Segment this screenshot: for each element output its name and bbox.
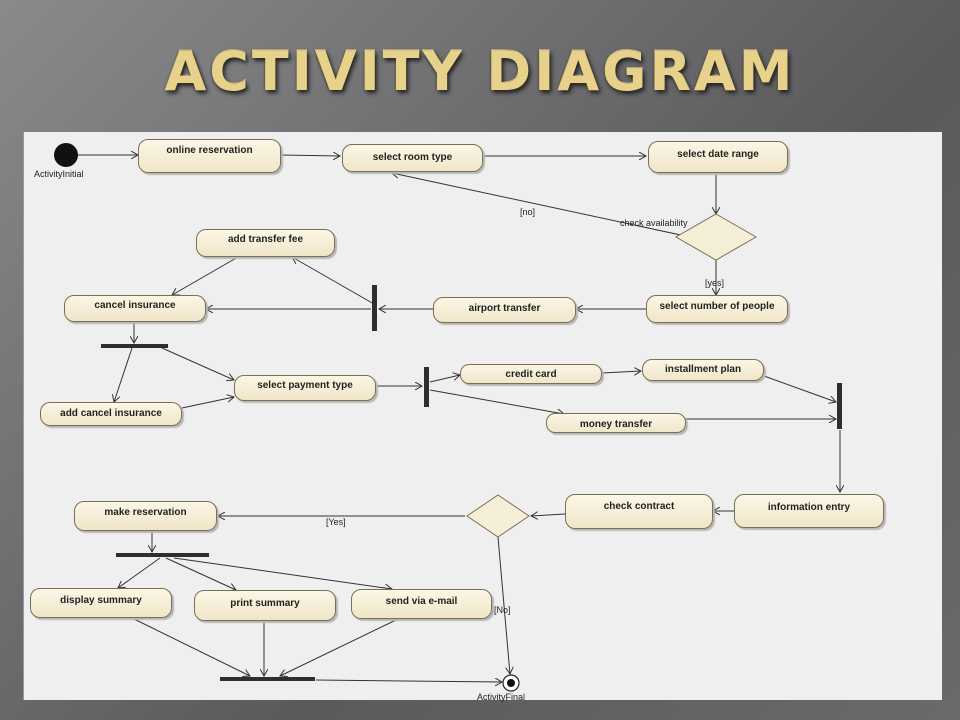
edge-fork2-payment xyxy=(161,347,234,380)
edge-decision2-final-no xyxy=(497,536,510,674)
fork-bar-1 xyxy=(372,285,377,331)
edge-addcancel-payment xyxy=(181,397,234,409)
edge-fork4-email xyxy=(173,557,392,589)
availability-decision xyxy=(674,213,758,261)
final-node-inner xyxy=(507,679,515,687)
node-cancel-insurance: cancel insurance xyxy=(64,295,206,322)
slide-title: ACTIVITY DIAGRAM xyxy=(164,40,796,103)
node-airport-transfer: airport transfer xyxy=(433,297,576,323)
node-check-contract: check contract xyxy=(565,494,713,529)
connector-layer xyxy=(54,143,942,692)
node-select-room-type: select room type xyxy=(342,144,483,172)
edge-transferfee-cancelins xyxy=(172,256,239,295)
label-yes-1: [yes] xyxy=(705,278,725,288)
node-select-payment-type: select payment type xyxy=(234,375,376,401)
fork-bar-2 xyxy=(101,344,168,348)
node-credit-card: credit card xyxy=(460,364,602,384)
edge-online-room xyxy=(280,155,340,156)
label-no-1: [no] xyxy=(520,207,536,217)
edge-credit-installment xyxy=(601,371,641,373)
label-yes-2: [Yes] xyxy=(326,517,346,527)
edge-join-final xyxy=(315,680,502,682)
join-bar-payment xyxy=(837,383,842,429)
edge-fork3-money xyxy=(429,389,564,414)
node-add-cancel-insurance: add cancel insurance xyxy=(40,402,182,426)
edge-fork2-addcancel xyxy=(114,347,133,402)
node-add-transfer-fee: add transfer fee xyxy=(196,229,335,257)
contract-decision xyxy=(466,494,530,538)
node-installment-plan: installment plan xyxy=(642,359,764,381)
edge-fork4-display xyxy=(118,557,161,588)
fork-bar-4 xyxy=(116,553,209,557)
node-select-number-of-people: select number of people xyxy=(646,295,788,323)
initial-label: ActivityInitial xyxy=(34,169,84,179)
node-display-summary: display summary xyxy=(30,588,172,618)
fork-bar-3 xyxy=(424,367,429,407)
edge-fork4-print xyxy=(165,557,236,590)
edge-email-join xyxy=(280,618,399,676)
node-online-reservation: online reservation xyxy=(138,139,281,173)
node-money-transfer: money transfer xyxy=(546,413,686,433)
node-select-date-range: select date range xyxy=(648,141,788,173)
node-send-via-email: send via e-mail xyxy=(351,589,492,619)
edge-display-join xyxy=(131,617,250,676)
edge-decision-room-no xyxy=(392,173,691,238)
node-information-entry: information entry xyxy=(734,494,884,528)
initial-node xyxy=(54,143,78,167)
node-make-reservation: make reservation xyxy=(74,501,217,531)
node-print-summary: print summary xyxy=(194,590,336,621)
diagram-canvas: ActivityInitial ActivityFinal online res… xyxy=(23,132,942,702)
edge-installment-join xyxy=(763,375,836,402)
edge-fork3-credit xyxy=(429,375,460,383)
label-no-2: [No] xyxy=(494,605,511,615)
final-label: ActivityFinal xyxy=(477,692,526,702)
label-check-availability: check availability xyxy=(620,218,688,228)
edge-contract-decision2 xyxy=(531,514,566,516)
join-bar-final xyxy=(220,677,315,681)
edge-fork1-transferfee xyxy=(292,257,375,305)
